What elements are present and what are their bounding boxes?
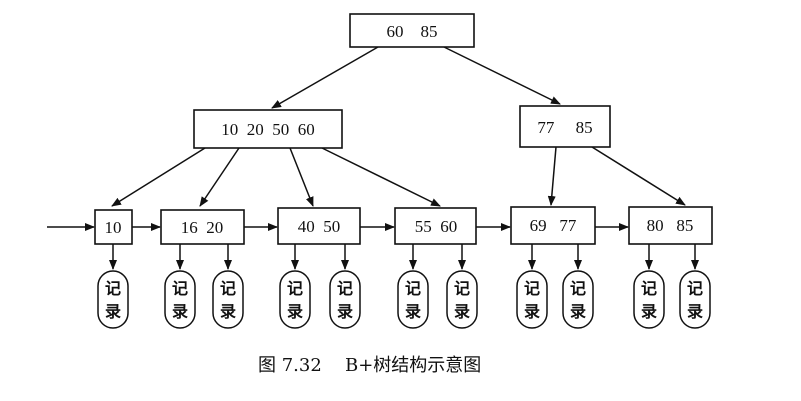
record-label-bottom: 录 [220,302,236,321]
tree-edges [47,46,686,231]
record-label-bottom: 录 [454,302,470,321]
record-label-top: 记 [524,279,540,298]
figure-caption: 图 7.32 B+树结构示意图 [258,355,481,376]
leaf-node-5: 69 77 [510,206,596,245]
record-boxes: 记 录 记 录 记 录 记 录 记 录 记 录 记 [97,270,711,329]
internal-node-b-keys: 77 85 [537,118,592,137]
root-node-keys: 60 85 [387,22,438,41]
internal-node-a: 10 20 50 60 [193,109,343,149]
record-box: 记 录 [562,270,594,329]
leaf-node-1-keys: 10 [105,218,122,237]
record-label-top: 记 [405,279,421,298]
record-box: 记 录 [446,270,478,329]
record-box: 记 录 [329,270,361,329]
record-pointers [109,244,699,270]
leaf-node-4: 55 60 [394,207,477,245]
root-node: 60 85 [349,13,475,48]
record-label-bottom: 录 [524,302,540,321]
caption-title: B+树结构示意图 [345,355,481,376]
record-box: 记 录 [516,270,548,329]
record-box: 记 录 [279,270,311,329]
record-label-bottom: 录 [405,302,421,321]
edge-a-to-leaf-1 [111,147,206,207]
caption-number: 图 7.32 [258,355,322,376]
edge-root-to-node-a [271,46,379,109]
record-label-top: 记 [454,279,470,298]
record-label-bottom: 录 [570,302,586,321]
record-box: 记 录 [633,270,665,329]
leaf-node-3-keys: 40 50 [298,217,341,236]
record-label-top: 记 [570,279,586,298]
internal-node-b: 77 85 [519,105,611,148]
leaf-node-6: 80 85 [628,206,713,245]
record-label-top: 记 [105,279,121,298]
edge-root-to-node-b [443,46,561,105]
record-label-top: 记 [641,279,657,298]
edge-b-to-leaf-5 [547,146,557,206]
record-label-top: 记 [287,279,303,298]
record-label-bottom: 录 [687,302,703,321]
record-label-top: 记 [337,279,353,298]
record-box: 记 录 [164,270,196,329]
leaf-node-6-keys: 80 85 [647,216,694,235]
edge-a-to-leaf-4 [321,147,441,207]
record-label-bottom: 录 [641,302,657,321]
record-box: 记 录 [212,270,244,329]
record-label-bottom: 录 [337,302,353,321]
leaf-node-2-keys: 16 20 [181,218,224,237]
leaf-node-5-keys: 69 77 [530,216,577,235]
leaf-node-3: 40 50 [277,207,361,245]
leaf-node-4-keys: 55 60 [415,217,458,236]
leaf-node-1: 10 [94,209,133,245]
record-box: 记 录 [679,270,711,329]
edge-a-to-leaf-2 [199,147,240,207]
edge-b-to-leaf-6 [591,146,686,206]
edge-a-to-leaf-3 [289,147,314,207]
record-label-bottom: 录 [172,302,188,321]
leaf-node-2: 16 20 [160,209,245,245]
record-label-top: 记 [172,279,188,298]
record-box: 记 录 [97,270,129,329]
record-label-top: 记 [687,279,703,298]
record-box: 记 录 [397,270,429,329]
record-label-bottom: 录 [287,302,303,321]
internal-node-a-keys: 10 20 50 60 [221,120,315,139]
record-label-top: 记 [220,279,236,298]
record-label-bottom: 录 [105,302,121,321]
